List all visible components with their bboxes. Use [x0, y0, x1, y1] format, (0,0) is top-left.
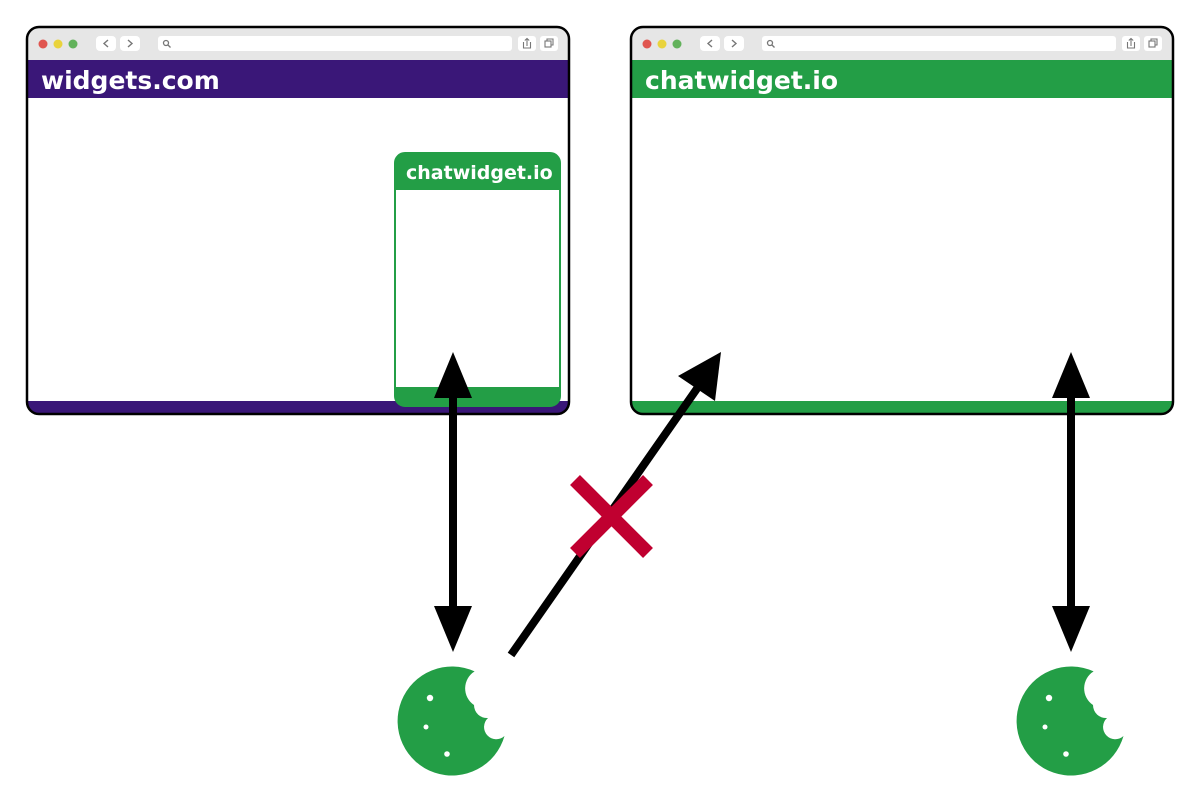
- chevron-right-icon: [127, 39, 134, 48]
- chevron-left-icon: [102, 39, 109, 48]
- cookie-icon: [1016, 666, 1124, 776]
- maximize-dot-icon[interactable]: [68, 39, 78, 49]
- forward-button[interactable]: [120, 36, 140, 51]
- site-header-right: [631, 60, 1173, 98]
- minimize-dot-icon[interactable]: [53, 39, 63, 49]
- cross-icon: [570, 475, 653, 558]
- arrow-widget-to-cookie: [434, 352, 472, 652]
- close-dot-icon[interactable]: [642, 39, 652, 49]
- site-header-left: [27, 60, 569, 98]
- tabs-icon: [544, 40, 552, 48]
- forward-button[interactable]: [724, 36, 744, 51]
- embedded-chat-widget[interactable]: chatwidget.io: [394, 152, 561, 407]
- search-icon: [162, 39, 171, 48]
- widget-title: chatwidget.io: [406, 162, 553, 184]
- chevron-left-icon: [706, 39, 713, 48]
- tabs-button[interactable]: [540, 36, 558, 51]
- close-dot-icon[interactable]: [38, 39, 48, 49]
- minimize-dot-icon[interactable]: [657, 39, 667, 49]
- tabs-button[interactable]: [1144, 36, 1162, 51]
- arrow-site-to-cookie: [1052, 352, 1090, 652]
- address-bar[interactable]: [762, 36, 1116, 51]
- share-icon: [522, 37, 532, 49]
- back-button[interactable]: [96, 36, 116, 51]
- share-button[interactable]: [1122, 36, 1140, 51]
- site-title-right: chatwidget.io: [645, 66, 838, 95]
- site-title-left: widgets.com: [41, 66, 220, 95]
- site-footer-right: [631, 401, 1173, 414]
- tabs-icon: [1148, 40, 1156, 48]
- back-button[interactable]: [700, 36, 720, 51]
- widget-header: [395, 153, 560, 190]
- chevron-right-icon: [731, 39, 738, 48]
- share-icon: [1126, 37, 1136, 49]
- cookie-icon: [397, 666, 505, 776]
- widget-footer: [395, 387, 560, 406]
- search-icon: [766, 39, 775, 48]
- maximize-dot-icon[interactable]: [672, 39, 682, 49]
- browser-window-right: chatwidget.io: [629, 25, 1175, 416]
- share-button[interactable]: [518, 36, 536, 51]
- address-bar[interactable]: [158, 36, 512, 51]
